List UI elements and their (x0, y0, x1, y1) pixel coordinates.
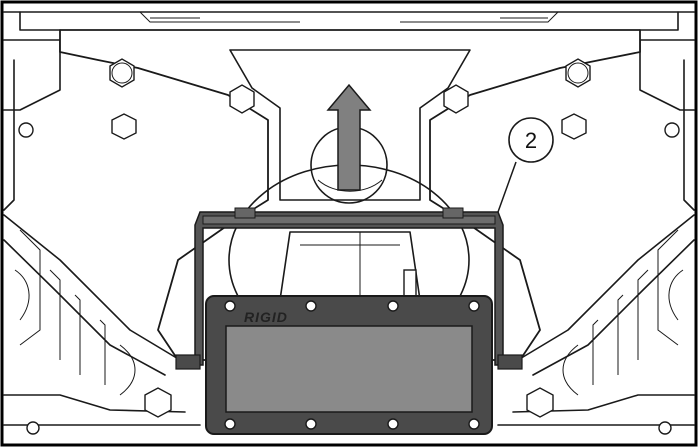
chassis-left (3, 39, 201, 435)
callout-number: 2 (525, 128, 537, 153)
callout-2: 2 (497, 117, 554, 213)
up-arrow-icon (326, 83, 372, 191)
light-mounting-bracket (175, 207, 523, 370)
light-brand-label: RIGID (244, 309, 288, 325)
chassis-right (497, 39, 695, 435)
top-rail (3, 11, 695, 31)
light-bar: RIGID (205, 295, 493, 435)
